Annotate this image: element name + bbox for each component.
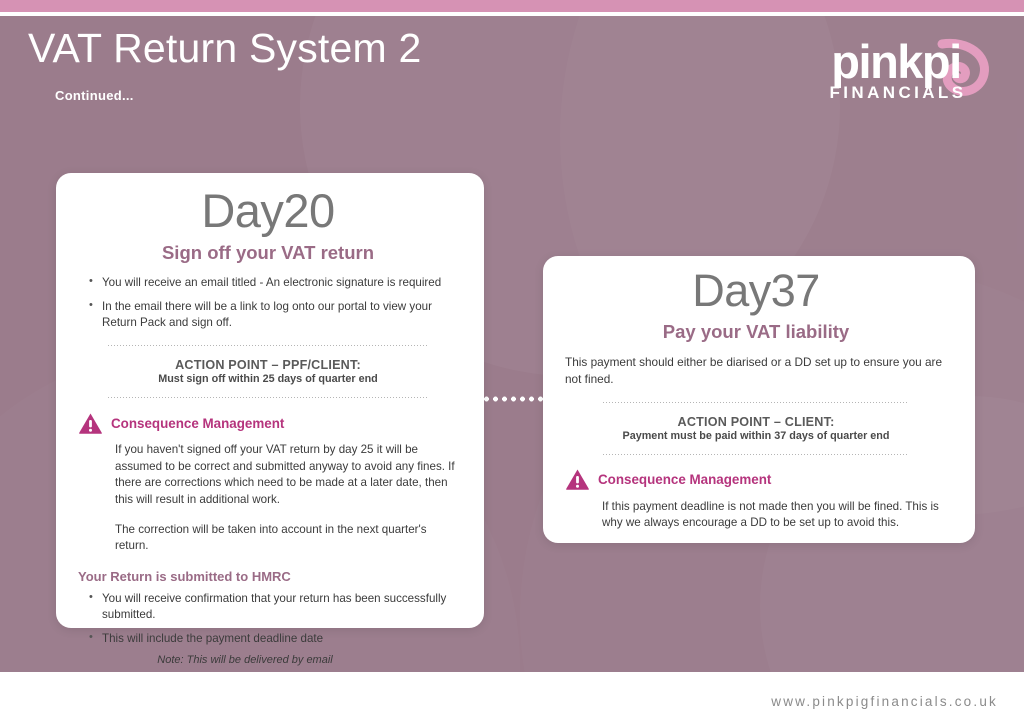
action-point-detail: Must sign off within 25 days of quarter … bbox=[158, 372, 378, 385]
day20-heading: Sign off your VAT return bbox=[161, 242, 375, 264]
day20-action-point: ACTION POINT – PPF/CLIENT: Must sign off… bbox=[108, 344, 428, 398]
consequence-management-title: Consequence Management bbox=[598, 471, 772, 487]
day37-number: Day37 bbox=[692, 265, 820, 316]
day37-action-point: ACTION POINT – CLIENT: Payment must be p… bbox=[603, 401, 909, 455]
warning-triangle-icon bbox=[565, 468, 590, 491]
dotted-rule-top bbox=[108, 344, 428, 346]
dotted-rule-bottom bbox=[603, 453, 909, 455]
day20-subsection-heading: Your Return is submitted to HMRC bbox=[78, 568, 291, 584]
dotted-rule-top bbox=[603, 401, 909, 403]
day20-number: Day20 bbox=[201, 184, 335, 237]
consequence-paragraph: If this payment deadline is not made the… bbox=[602, 499, 939, 530]
day20-note: Note: This will be delivered by email bbox=[157, 654, 333, 667]
svg-text:pinkpi: pinkpi bbox=[831, 35, 960, 88]
consequence-paragraph: The correction will be taken into accoun… bbox=[115, 522, 427, 553]
list-item: You will receive an email titled - An el… bbox=[88, 274, 458, 291]
action-point-title: ACTION POINT – PPF/CLIENT: bbox=[175, 357, 361, 372]
top-white-divider bbox=[0, 12, 1024, 16]
footer-website-url: www.pinkpigfinancials.co.uk bbox=[771, 694, 998, 709]
page-subtitle: Continued... bbox=[55, 88, 134, 103]
card-day20: Day20 Sign off your VAT return You will … bbox=[56, 173, 484, 666]
card-connector-dotted-line bbox=[482, 396, 544, 402]
top-pink-band bbox=[0, 0, 1024, 12]
svg-text:FINANCIALS: FINANCIALS bbox=[830, 83, 967, 102]
dotted-rule-bottom bbox=[108, 396, 428, 398]
list-item: This will include the payment deadline d… bbox=[88, 630, 458, 647]
day37-intro-paragraph: This payment should either be diarised o… bbox=[565, 355, 943, 386]
warning-triangle-icon bbox=[78, 412, 103, 435]
page-title: VAT Return System 2 bbox=[28, 25, 422, 71]
day20-subsection-bullet-list: You will receive confirmation that your … bbox=[88, 590, 458, 647]
consequence-management-title: Consequence Management bbox=[111, 415, 285, 431]
card-day37: Day37 Pay your VAT liability This paymen… bbox=[543, 256, 975, 543]
logo-pigtail-swirl bbox=[937, 38, 989, 96]
list-item: In the email there will be a link to log… bbox=[88, 298, 458, 332]
day37-consequence-header: Consequence Management bbox=[565, 468, 947, 491]
day20-bullet-list: You will receive an email titled - An el… bbox=[88, 274, 458, 332]
day37-heading: Pay your VAT liability bbox=[662, 321, 850, 343]
pinkpig-logo: pinkpi FINANCIALS bbox=[792, 26, 1000, 110]
action-point-title: ACTION POINT – CLIENT: bbox=[677, 414, 835, 429]
consequence-paragraph: If you haven't signed off your VAT retur… bbox=[115, 442, 455, 506]
list-item: You will receive confirmation that your … bbox=[88, 590, 458, 624]
day20-consequence-header: Consequence Management bbox=[78, 412, 458, 435]
action-point-detail: Payment must be paid within 37 days of q… bbox=[622, 429, 890, 442]
footer: www.pinkpigfinancials.co.uk bbox=[0, 672, 1024, 724]
